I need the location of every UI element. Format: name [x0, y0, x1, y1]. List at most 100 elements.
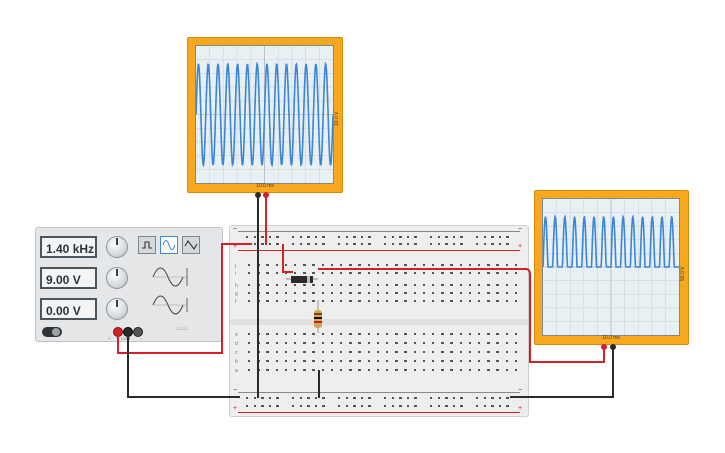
breadboard-hole[interactable]: [395, 300, 398, 303]
breadboard-hole[interactable]: [514, 284, 518, 287]
breadboard-hole[interactable]: [487, 292, 490, 295]
breadboard-hole[interactable]: [432, 369, 435, 372]
breadboard-hole[interactable]: [496, 342, 499, 345]
function-generator[interactable]: 1.40 kHz 9.00 V 0.00 V ≈≈≈ + COM −: [35, 227, 223, 342]
breadboard-hole[interactable]: [266, 342, 269, 345]
breadboard-hole[interactable]: [437, 236, 440, 239]
breadboard-hole[interactable]: [386, 292, 389, 295]
breadboard-hole[interactable]: [253, 236, 256, 239]
breadboard-hole[interactable]: [413, 300, 416, 303]
breadboard-hole[interactable]: [514, 272, 518, 275]
breadboard-hole[interactable]: [314, 405, 318, 408]
breadboard-hole[interactable]: [404, 360, 407, 363]
breadboard-hole[interactable]: [322, 397, 325, 400]
breadboard-hole[interactable]: [413, 342, 416, 345]
breadboard-hole[interactable]: [445, 236, 448, 239]
breadboard-hole[interactable]: [478, 342, 481, 345]
breadboard-hole[interactable]: [349, 264, 352, 267]
breadboard-hole[interactable]: [478, 272, 481, 275]
breadboard-hole[interactable]: [349, 360, 352, 363]
breadboard-hole[interactable]: [314, 243, 318, 246]
breadboard-hole[interactable]: [276, 405, 279, 408]
breadboard-hole[interactable]: [468, 284, 472, 287]
breadboard-hole[interactable]: [514, 292, 518, 295]
breadboard-hole[interactable]: [299, 405, 302, 408]
breadboard-hole[interactable]: [261, 397, 264, 400]
breadboard-hole[interactable]: [445, 397, 448, 400]
breadboard-hole[interactable]: [253, 405, 256, 408]
breadboard-hole[interactable]: [312, 351, 315, 354]
breadboard-hole[interactable]: [445, 243, 448, 246]
breadboard-hole[interactable]: [468, 264, 472, 267]
breadboard-hole[interactable]: [496, 360, 499, 363]
breadboard-hole[interactable]: [367, 342, 370, 345]
breadboard-hole[interactable]: [450, 360, 453, 363]
breadboard-hole[interactable]: [276, 243, 279, 246]
breadboard-hole[interactable]: [483, 236, 486, 239]
breadboard-hole[interactable]: [353, 236, 356, 239]
breadboard-hole[interactable]: [476, 405, 479, 408]
breadboard-hole[interactable]: [459, 264, 462, 267]
breadboard-hole[interactable]: [338, 397, 341, 400]
breadboard-hole[interactable]: [386, 300, 389, 303]
breadboard-hole[interactable]: [478, 333, 481, 336]
breadboard-hole[interactable]: [349, 333, 352, 336]
breadboard-hole[interactable]: [312, 284, 315, 287]
breadboard-hole[interactable]: [384, 405, 387, 408]
breadboard-hole[interactable]: [406, 236, 410, 239]
breadboard-hole[interactable]: [478, 369, 481, 372]
breadboard-hole[interactable]: [307, 236, 310, 239]
breadboard-hole[interactable]: [478, 300, 481, 303]
breadboard-hole[interactable]: [330, 284, 334, 287]
breadboard-hole[interactable]: [384, 236, 387, 239]
breadboard-hole[interactable]: [432, 284, 435, 287]
breadboard-hole[interactable]: [299, 397, 302, 400]
breadboard-hole[interactable]: [413, 264, 416, 267]
breadboard-hole[interactable]: [460, 405, 463, 408]
breadboard-hole[interactable]: [321, 369, 324, 372]
breadboard-hole[interactable]: [358, 272, 361, 275]
breadboard-hole[interactable]: [284, 300, 288, 303]
breadboard-hole[interactable]: [404, 333, 407, 336]
breadboard-hole[interactable]: [452, 405, 456, 408]
sine-wave-button[interactable]: [160, 236, 178, 254]
breadboard-hole[interactable]: [468, 351, 472, 354]
breadboard-hole[interactable]: [437, 405, 440, 408]
breadboard-hole[interactable]: [312, 264, 315, 267]
breadboard-hole[interactable]: [248, 351, 251, 354]
breadboard-hole[interactable]: [441, 333, 444, 336]
breadboard-hole[interactable]: [430, 405, 433, 408]
breadboard-hole[interactable]: [384, 243, 387, 246]
breadboard-hole[interactable]: [275, 351, 278, 354]
breadboard-hole[interactable]: [413, 292, 416, 295]
breadboard-hole[interactable]: [253, 397, 256, 400]
breadboard-hole[interactable]: [358, 300, 361, 303]
breadboard-hole[interactable]: [376, 360, 380, 363]
breadboard-hole[interactable]: [294, 264, 297, 267]
breadboard-hole[interactable]: [303, 351, 306, 354]
breadboard-hole[interactable]: [506, 243, 509, 246]
breadboard-hole[interactable]: [491, 397, 494, 400]
breadboard-hole[interactable]: [367, 360, 370, 363]
breadboard-hole[interactable]: [498, 243, 502, 246]
breadboard-hole[interactable]: [483, 243, 486, 246]
breadboard-hole[interactable]: [367, 300, 370, 303]
breadboard-hole[interactable]: [505, 300, 508, 303]
breadboard-hole[interactable]: [460, 397, 463, 400]
breadboard-hole[interactable]: [246, 236, 249, 239]
breadboard-hole[interactable]: [432, 272, 435, 275]
breadboard-hole[interactable]: [367, 333, 370, 336]
breadboard-hole[interactable]: [441, 284, 444, 287]
breadboard-hole[interactable]: [391, 405, 394, 408]
breadboard-hole[interactable]: [345, 243, 348, 246]
breadboard-hole[interactable]: [487, 351, 490, 354]
breadboard-hole[interactable]: [422, 284, 426, 287]
breadboard-hole[interactable]: [312, 272, 315, 275]
breadboard-hole[interactable]: [275, 264, 278, 267]
breadboard-hole[interactable]: [395, 284, 398, 287]
breadboard-hole[interactable]: [391, 397, 394, 400]
breadboard-hole[interactable]: [248, 292, 251, 295]
breadboard-hole[interactable]: [275, 360, 278, 363]
breadboard-hole[interactable]: [460, 243, 463, 246]
breadboard-hole[interactable]: [330, 292, 334, 295]
